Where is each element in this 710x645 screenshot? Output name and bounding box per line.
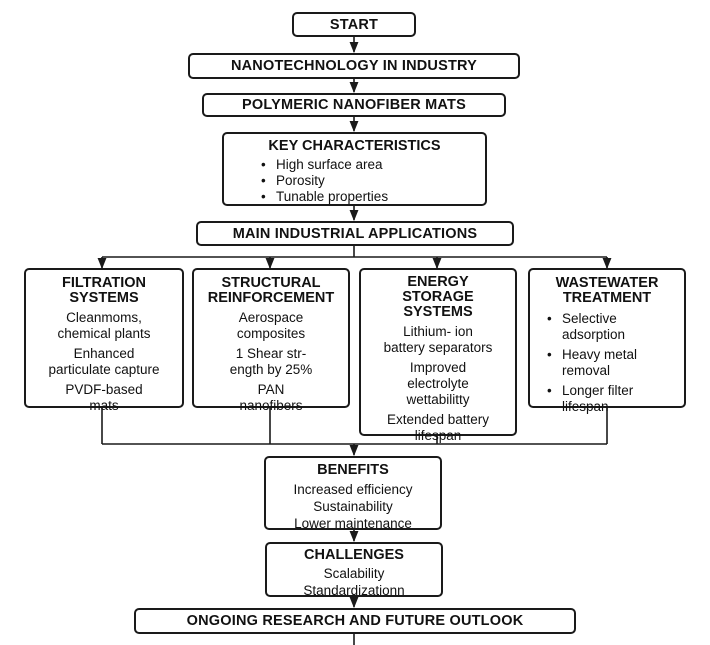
challenges-title: CHALLENGES: [304, 547, 404, 563]
energy-text: Extended battery lifespan: [386, 412, 490, 443]
characteristics-box: KEY CHARACTERISTICS High surface area Po…: [222, 132, 487, 206]
characteristics-list: High surface area Porosity Tunable prope…: [258, 157, 485, 205]
characteristics-title: KEY CHARACTERISTICS: [268, 138, 441, 154]
benefits-box: BENEFITS Increased efficiency Sustainabi…: [264, 456, 442, 531]
applications-box: MAIN INDUSTRIAL APPLICATIONS: [196, 221, 514, 246]
filtration-title-line: FILTRATION: [61, 275, 147, 291]
structural-box: STRUCTURAL REINFORCEMENT Aerospace compo…: [192, 268, 350, 413]
challenge-item: Scalability: [323, 566, 385, 581]
start-box: START: [292, 12, 416, 37]
energy-title-line: STORAGE: [402, 289, 474, 305]
structural-title-line: STRUCTURAL: [221, 275, 321, 291]
benefit-item: Increased efficiency: [293, 482, 413, 497]
structural-title-line: REINFORCEMENT: [207, 290, 335, 306]
characteristic-item: High surface area: [258, 157, 485, 173]
benefits-title: BENEFITS: [317, 462, 389, 478]
industry-label: NANOTECHNOLOGY IN INDUSTRY: [230, 58, 478, 74]
benefit-item: Lower maintenance: [294, 516, 412, 531]
structural-text: 1 Shear str- ength by 25%: [229, 346, 313, 377]
energy-text: Improved electrolyte wettabilitty: [406, 360, 470, 407]
benefit-item: Sustainability: [313, 499, 393, 514]
energy-title-line: ENERGY: [407, 274, 469, 290]
wastewater-item: Heavy metal removal: [544, 347, 684, 379]
outlook-box: ONGOING RESEARCH AND FUTURE OUTLOOK: [134, 608, 576, 634]
applications-label: MAIN INDUSTRIAL APPLICATIONS: [232, 225, 478, 242]
filtration-text: Enhanced particulate capture: [48, 346, 160, 377]
filtration-title-line: SYSTEMS: [69, 290, 139, 306]
structural-text: PAN nanofibers: [239, 382, 303, 413]
wastewater-list: Selective adsorption Heavy metal removal…: [544, 311, 684, 415]
wastewater-item: Longer filter lifespan: [544, 383, 684, 415]
wastewater-item: Selective adsorption: [544, 311, 684, 343]
mats-box: POLYMERIC NANOFIBER MATS: [202, 93, 506, 117]
filtration-box: FILTRATION SYSTEMS Cleanmoms, chemical p…: [24, 268, 184, 413]
energy-text: Lithium- ion battery separators: [383, 324, 493, 355]
characteristic-item: Porosity: [258, 173, 485, 189]
wastewater-title-line: WASTEWATER: [555, 275, 659, 291]
wastewater-title-line: TREATMENT: [562, 290, 652, 306]
start-label: START: [329, 16, 379, 33]
energy-box: ENERGY STORAGE SYSTEMS Lithium- ion batt…: [359, 268, 517, 443]
challenge-item: Standardizationn: [303, 583, 405, 598]
filtration-text: Cleanmoms, chemical plants: [57, 310, 151, 341]
characteristic-item: Tunable properties: [258, 189, 485, 205]
mats-label: POLYMERIC NANOFIBER MATS: [242, 97, 466, 113]
filtration-text: PVDF-based mats: [65, 382, 143, 413]
industry-box: NANOTECHNOLOGY IN INDUSTRY: [188, 53, 520, 79]
outlook-label: ONGOING RESEARCH AND FUTURE OUTLOOK: [186, 613, 524, 629]
structural-text: Aerospace composites: [236, 310, 306, 341]
challenges-box: CHALLENGES Scalability Standardizationn: [265, 542, 443, 598]
wastewater-box: WASTEWATER TREATMENT Selective adsorptio…: [528, 268, 686, 414]
energy-title-line: SYSTEMS: [403, 304, 473, 320]
